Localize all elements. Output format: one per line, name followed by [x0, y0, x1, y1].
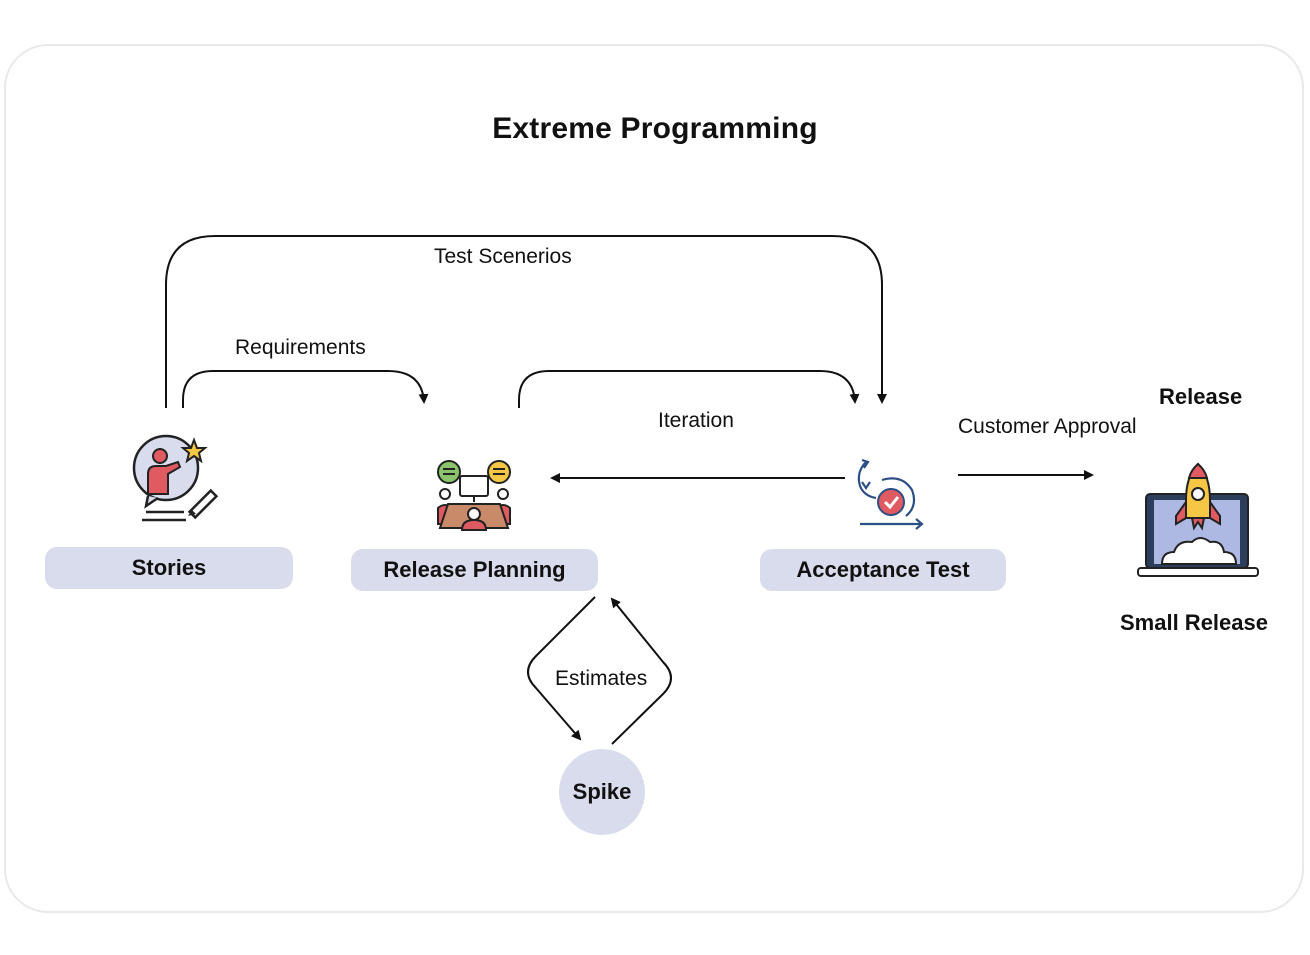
- node-acceptance-test-label: Acceptance Test: [796, 557, 970, 582]
- node-release-planning: Release Planning: [351, 549, 598, 591]
- node-acceptance-test: Acceptance Test: [760, 549, 1006, 591]
- team-meeting-icon: [437, 460, 511, 531]
- node-spike-label: Spike: [572, 779, 632, 804]
- node-release-label: Release: [1159, 384, 1243, 409]
- presenter-with-pencil-icon: [132, 434, 219, 522]
- rocket-laptop-icon: [1137, 462, 1259, 577]
- node-stories: Stories: [45, 547, 293, 589]
- edge-estimates-down: [527, 596, 596, 741]
- label-iteration: Iteration: [658, 409, 734, 432]
- node-release-planning-label: Release Planning: [383, 557, 566, 582]
- edge-test-scenarios: [165, 235, 887, 408]
- edge-requirements: [182, 370, 429, 408]
- node-spike: Spike: [559, 749, 645, 835]
- cycle-check-icon: [857, 458, 924, 530]
- label-customer-approval: Customer Approval: [958, 415, 1137, 438]
- edge-planning-to-test: [518, 370, 860, 408]
- node-small-release-label: Small Release: [1120, 610, 1268, 635]
- edge-estimates-up: [610, 597, 672, 745]
- label-test-scenarios: Test Scenerios: [434, 245, 572, 268]
- label-estimates: Estimates: [555, 667, 648, 690]
- node-stories-label: Stories: [131, 555, 207, 580]
- label-requirements: Requirements: [235, 336, 366, 359]
- diagram-title: Extreme Programming: [492, 112, 818, 145]
